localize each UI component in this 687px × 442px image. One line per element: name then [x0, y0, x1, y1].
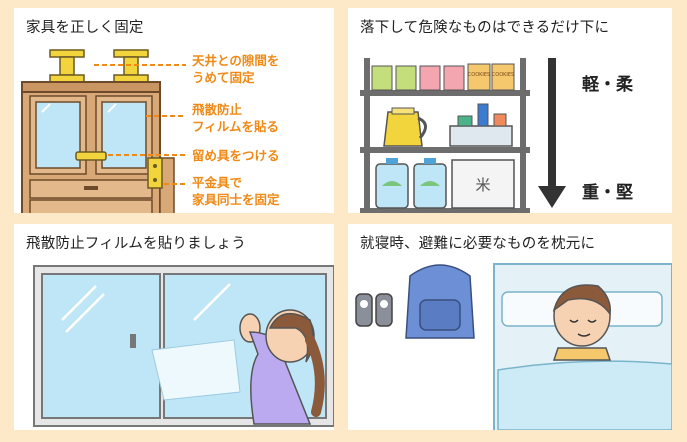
rice-label: 米 [475, 176, 490, 194]
callout-latch: 留め具をつける [192, 147, 280, 164]
bedroom-illustration [355, 263, 672, 430]
callout-ceiling-line2: うめて固定 [192, 70, 255, 85]
snack-packages [371, 63, 515, 91]
callout-bracket: 平金具で 家具同士を固定 [192, 174, 280, 208]
metal-shelf [360, 58, 530, 213]
callout-ceiling: 天井との隙間を うめて固定 [192, 52, 279, 86]
cookie-box-label-2: COOKIES [492, 72, 514, 78]
window-illustration [33, 265, 334, 427]
bed [493, 263, 672, 430]
panel-title: 就寝時、避難に必要なものを枕元に [360, 236, 596, 252]
shelf-illustration: COOKIES COOKIES 米 [360, 58, 566, 213]
panel-bedroom: 就寝時、避難に必要なものを枕元に [348, 224, 672, 430]
callout-film: 飛散防止 フィルムを貼る [192, 101, 279, 135]
callout-ceiling-line1: 天井との隙間を [192, 53, 280, 68]
panel-furniture: 家具を正しく固定 [14, 8, 334, 213]
panel-title: 飛散防止フィルムを貼りましょう [26, 236, 246, 252]
flat-bracket [147, 157, 163, 189]
callout-bracket-line2: 家具同士を固定 [192, 192, 280, 207]
heavy-hard-label: 重・堅 [582, 183, 633, 203]
panel-window: 飛散防止フィルムを貼りましょう [14, 224, 334, 430]
basket-items [449, 103, 513, 147]
panel-shelf: 落下して危険なものはできるだけ下に COOKIES COOKIES [348, 8, 672, 213]
cabinet [21, 81, 161, 213]
light-soft-label: 軽・柔 [582, 75, 633, 95]
callout-latch-text: 留め具をつける [192, 148, 280, 163]
weight-arrow [538, 58, 566, 208]
woman-figure [239, 309, 325, 425]
sleeping-child [552, 284, 612, 361]
ceiling-brace-left [49, 49, 85, 83]
emergency-backpack [405, 264, 475, 339]
protective-film [151, 339, 241, 401]
panel-title: 家具を正しく固定 [26, 20, 144, 36]
furniture-illustration [21, 49, 186, 213]
shoes [355, 293, 393, 327]
panel-title: 落下して危険なものはできるだけ下に [360, 20, 610, 36]
callout-bracket-line1: 平金具で [192, 175, 243, 190]
cookie-box-label-1: COOKIES [468, 72, 490, 78]
electric-kettle [383, 107, 427, 147]
water-bottles [375, 158, 447, 209]
callout-film-line1: 飛散防止 [192, 102, 243, 117]
rice-bag [451, 159, 515, 209]
door-latch [75, 151, 107, 161]
callout-film-line2: フィルムを貼る [192, 119, 280, 134]
